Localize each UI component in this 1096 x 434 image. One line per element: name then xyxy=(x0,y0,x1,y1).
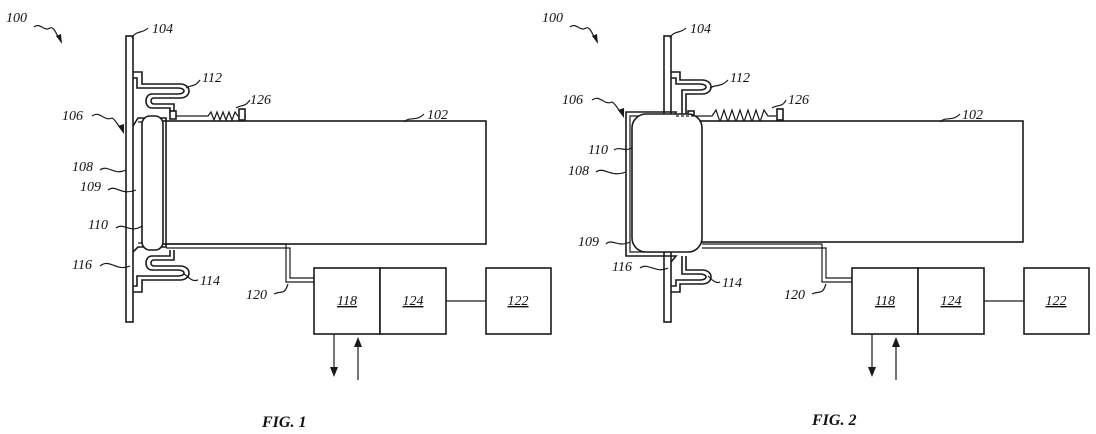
leader-110 xyxy=(115,225,143,230)
leader-106 xyxy=(91,113,123,131)
box-label-118: 118 xyxy=(875,294,895,309)
leader-112 xyxy=(185,79,201,89)
conduit-120-b xyxy=(702,247,852,279)
panel-102 xyxy=(154,120,487,245)
spring-126 xyxy=(694,108,776,124)
leader-109 xyxy=(107,187,137,193)
ref-label-106: 106 xyxy=(562,93,583,108)
spring-126 xyxy=(176,110,246,122)
spring-anchor-right xyxy=(238,108,246,121)
panel-102 xyxy=(696,120,1024,243)
ref-arrowhead-106 xyxy=(118,124,124,134)
leader-112 xyxy=(709,79,729,89)
enclosure-108 xyxy=(132,117,167,253)
box-label-122: 122 xyxy=(1046,294,1067,309)
conduit-120-a xyxy=(702,243,852,283)
leader-110 xyxy=(613,147,633,151)
spring-anchor-right xyxy=(776,108,784,121)
ref-label-108: 108 xyxy=(72,160,93,175)
leader-126 xyxy=(235,99,251,109)
ref-label-120: 120 xyxy=(784,288,805,303)
bladder-110 xyxy=(141,115,164,251)
ref-label-104: 104 xyxy=(690,22,711,37)
box-label-124: 124 xyxy=(941,294,962,309)
ref-label-126: 126 xyxy=(788,93,809,108)
conduit-120-a xyxy=(166,243,314,283)
ref-label-109: 109 xyxy=(80,180,101,195)
ref-arrow-100 xyxy=(569,25,597,41)
box-label-118: 118 xyxy=(337,294,357,309)
box-122 xyxy=(1023,267,1090,335)
leader-120 xyxy=(273,283,289,295)
leader-114 xyxy=(183,273,199,282)
ref-label-100: 100 xyxy=(6,11,27,26)
box-118 xyxy=(851,267,919,335)
ref-label-112: 112 xyxy=(730,71,750,86)
figure-2: 100 104 112 126 102 106 110 1 xyxy=(542,11,1090,429)
ref-label-104: 104 xyxy=(152,22,173,37)
ref-label-109: 109 xyxy=(578,235,599,250)
lower-bracket-114-inner xyxy=(671,256,707,287)
ref-label-108: 108 xyxy=(568,164,589,179)
upper-bracket-112-inner xyxy=(671,77,707,116)
figure-caption-1: FIG. 1 xyxy=(261,414,306,431)
ref-label-102: 102 xyxy=(427,108,448,123)
leader-120 xyxy=(811,283,827,295)
bladder-110 xyxy=(631,113,703,253)
leader-108 xyxy=(595,169,627,175)
leader-102 xyxy=(939,113,961,123)
ref-label-100: 100 xyxy=(542,11,563,26)
upper-bracket-112-inner xyxy=(133,77,185,114)
ref-label-114: 114 xyxy=(200,274,220,289)
lower-bracket-114 xyxy=(133,250,190,293)
leader-114 xyxy=(707,275,721,284)
leader-116 xyxy=(99,262,131,269)
leader-102 xyxy=(403,113,425,123)
ref-arrowhead-106 xyxy=(618,108,624,118)
leader-109 xyxy=(605,241,631,245)
box-122 xyxy=(485,267,552,335)
ref-arrowhead-100 xyxy=(56,34,62,44)
ref-label-106: 106 xyxy=(62,109,83,124)
ref-label-110: 110 xyxy=(88,218,108,233)
ref-label-116: 116 xyxy=(612,260,632,275)
wall-plate-104 xyxy=(125,35,134,323)
conduit-120-b xyxy=(166,247,314,279)
ref-label-126: 126 xyxy=(250,93,271,108)
ref-label-102: 102 xyxy=(962,108,983,123)
ref-label-110: 110 xyxy=(588,143,608,158)
leader-104 xyxy=(669,27,687,39)
ref-label-114: 114 xyxy=(722,276,742,291)
upper-bracket-112 xyxy=(133,71,190,114)
upper-bracket-112 xyxy=(671,71,712,116)
box-124 xyxy=(379,267,447,335)
box-label-122: 122 xyxy=(508,294,529,309)
spring-anchor-left xyxy=(169,110,177,120)
leader-116 xyxy=(639,265,669,271)
lower-bracket-114-inner xyxy=(133,250,185,287)
leader-106 xyxy=(591,97,623,115)
ref-arrowhead-100 xyxy=(592,34,598,44)
box-124 xyxy=(917,267,985,335)
figure-1: 100 104 112 126 102 106 108 109 xyxy=(6,11,552,431)
leader-126 xyxy=(771,99,787,109)
figure-caption-2: FIG. 2 xyxy=(811,412,856,429)
leader-104 xyxy=(131,27,149,39)
leader-108 xyxy=(99,167,127,173)
box-label-124: 124 xyxy=(403,294,424,309)
ref-label-120: 120 xyxy=(246,288,267,303)
ref-label-116: 116 xyxy=(72,258,92,273)
ref-arrow-100 xyxy=(33,25,61,41)
ref-label-112: 112 xyxy=(202,71,222,86)
